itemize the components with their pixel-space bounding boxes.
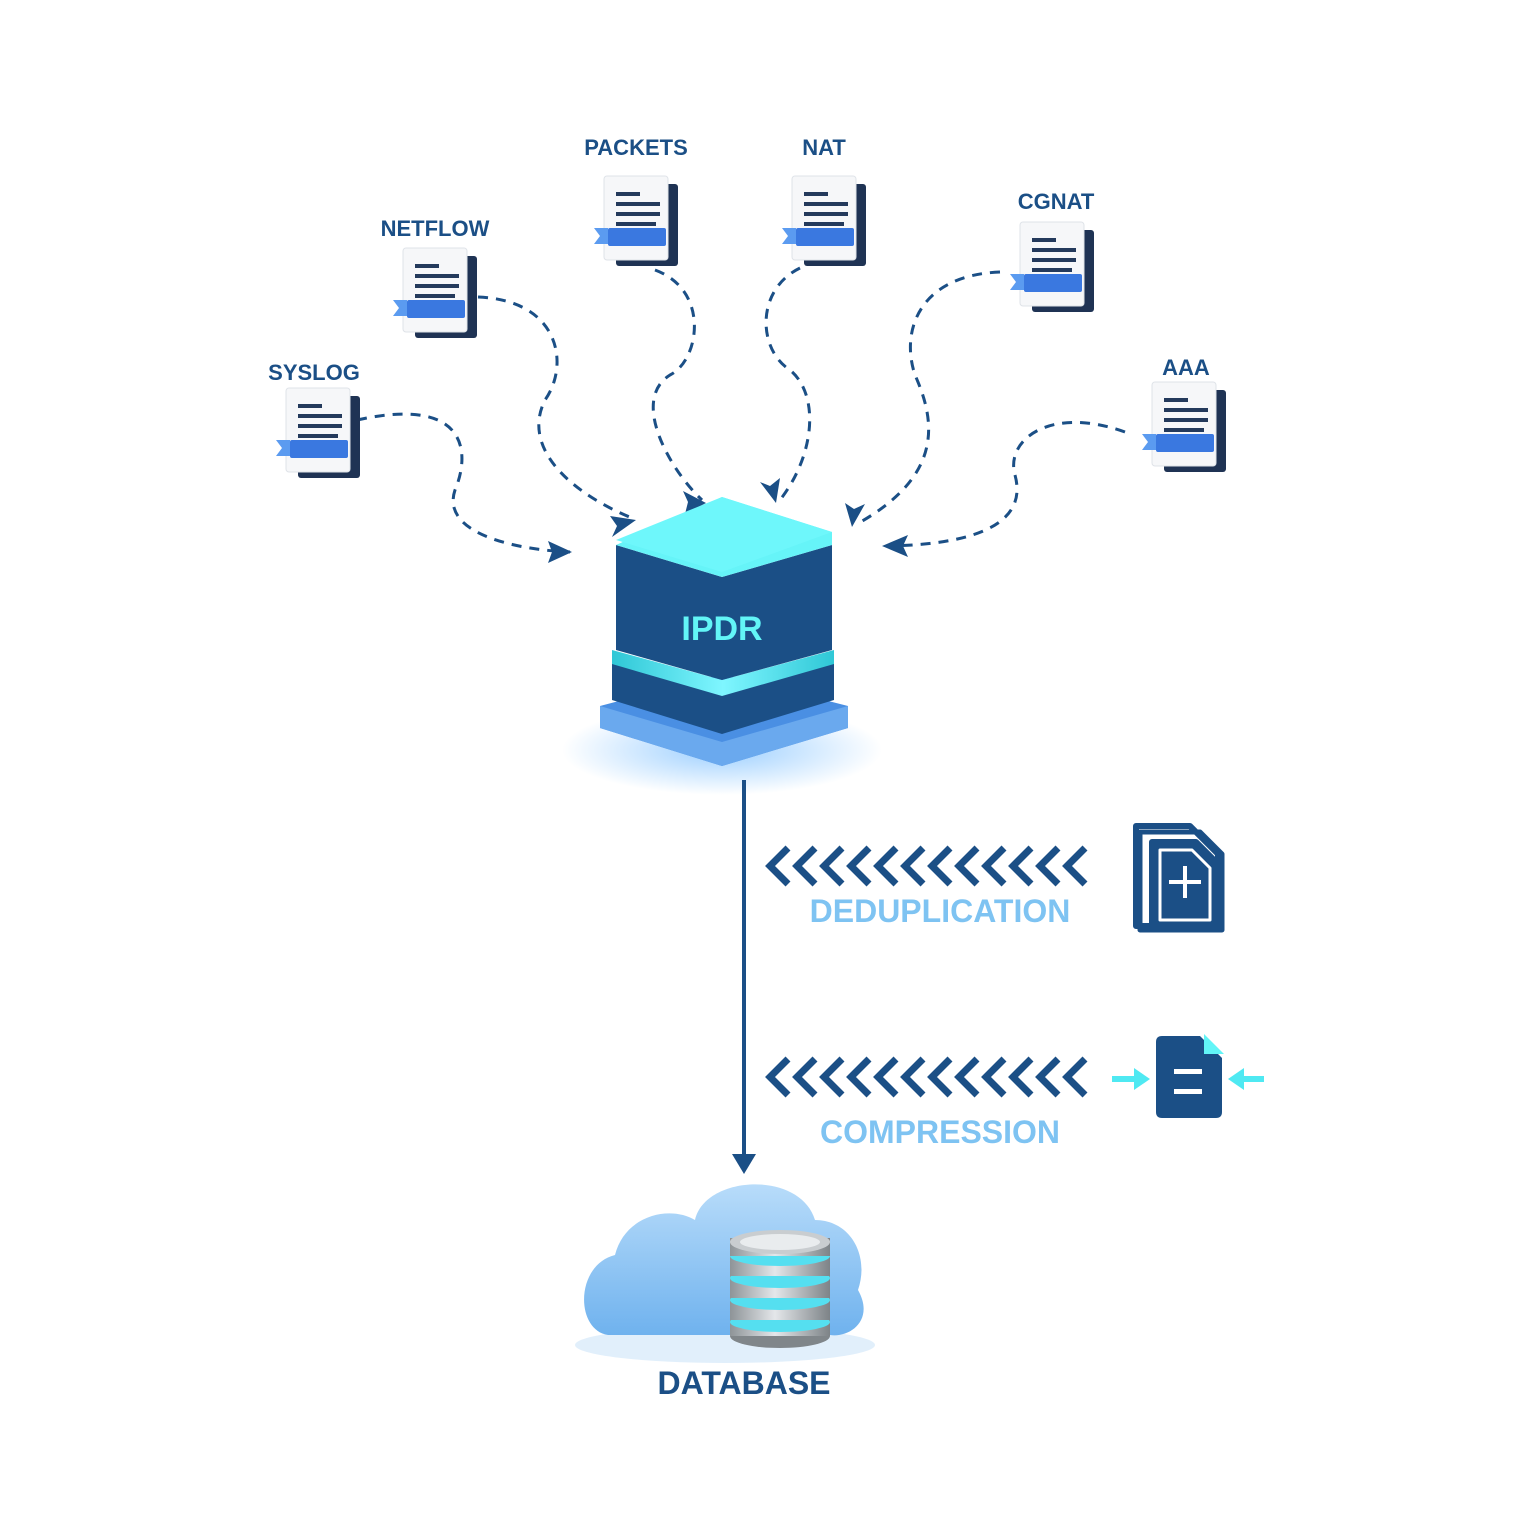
chevron-icon bbox=[765, 845, 791, 887]
chevron-icon bbox=[981, 1056, 1007, 1098]
connector-syslog bbox=[356, 412, 571, 554]
database-stack-icon bbox=[730, 1230, 830, 1348]
chevron-icon bbox=[873, 845, 899, 887]
chevron-icon bbox=[981, 845, 1007, 887]
duplicate-file-icon bbox=[1133, 823, 1225, 933]
chevron-icon bbox=[1008, 1056, 1034, 1098]
chevron-arrow-compression bbox=[765, 1056, 1088, 1098]
document-icon bbox=[392, 247, 478, 339]
step-label-deduplication: DEDUPLICATION bbox=[810, 893, 1071, 929]
chevron-icon bbox=[927, 845, 953, 887]
document-icon bbox=[1141, 381, 1227, 473]
hub-label: IPDR bbox=[681, 610, 762, 648]
source-netflow: NETFLOW bbox=[381, 216, 490, 339]
step-compression: COMPRESSION bbox=[765, 1034, 1264, 1150]
source-label-cgnat: CGNAT bbox=[1018, 189, 1095, 214]
connector-arrowheads bbox=[548, 478, 908, 563]
connector-cgnat bbox=[856, 270, 1001, 526]
arrowhead-aaa bbox=[882, 535, 908, 557]
chevron-icon bbox=[954, 845, 980, 887]
chevron-icon bbox=[900, 845, 926, 887]
source-aaa: AAA bbox=[1141, 355, 1227, 473]
document-icon bbox=[1009, 221, 1095, 313]
connector-aaa bbox=[885, 421, 1126, 548]
hub-main-block bbox=[616, 545, 832, 680]
chevron-icon bbox=[792, 1056, 818, 1098]
document-icon bbox=[593, 175, 679, 267]
connector-nat bbox=[764, 266, 812, 501]
chevron-icon bbox=[1008, 845, 1034, 887]
chevron-icon bbox=[873, 1056, 899, 1098]
connector-netflow bbox=[477, 295, 633, 520]
source-label-netflow: NETFLOW bbox=[381, 216, 490, 241]
cloud-database-icon: DATABASE bbox=[575, 1184, 875, 1401]
chevron-icon bbox=[846, 1056, 872, 1098]
source-syslog: SYSLOG bbox=[268, 360, 361, 479]
connector-packets bbox=[651, 268, 704, 502]
step-deduplication: DEDUPLICATION bbox=[765, 823, 1225, 933]
destination-label: DATABASE bbox=[657, 1365, 830, 1401]
chevron-icon bbox=[792, 845, 818, 887]
source-connectors bbox=[356, 266, 1126, 554]
source-label-nat: NAT bbox=[802, 135, 846, 160]
source-nat: NAT bbox=[781, 135, 867, 267]
ipdr-hub: IPDR bbox=[562, 497, 882, 795]
chevron-icon bbox=[954, 1056, 980, 1098]
chevron-icon bbox=[765, 1056, 791, 1098]
source-packets: PACKETS bbox=[584, 135, 688, 267]
document-icon bbox=[275, 387, 361, 479]
chevron-icon bbox=[1062, 1056, 1088, 1098]
arrowhead-cgnat bbox=[845, 503, 865, 527]
source-label-syslog: SYSLOG bbox=[268, 360, 360, 385]
arrowhead-packets bbox=[683, 491, 706, 514]
source-cgnat: CGNAT bbox=[1009, 189, 1095, 313]
step-label-compression: COMPRESSION bbox=[820, 1114, 1060, 1150]
hub-to-database-arrow bbox=[732, 780, 756, 1174]
arrowhead-nat bbox=[760, 478, 780, 503]
chevron-icon bbox=[846, 845, 872, 887]
chevron-icon bbox=[1035, 1056, 1061, 1098]
arrowhead-syslog bbox=[548, 541, 572, 563]
chevron-arrow-deduplication bbox=[765, 845, 1088, 887]
arrowhead-netflow bbox=[610, 516, 636, 537]
chevron-icon bbox=[927, 1056, 953, 1098]
chevron-icon bbox=[819, 845, 845, 887]
compress-file-icon bbox=[1112, 1034, 1264, 1118]
chevron-icon bbox=[1035, 845, 1061, 887]
chevron-icon bbox=[900, 1056, 926, 1098]
chevron-icon bbox=[819, 1056, 845, 1098]
source-label-aaa: AAA bbox=[1162, 355, 1210, 380]
document-icon bbox=[781, 175, 867, 267]
source-label-packets: PACKETS bbox=[584, 135, 688, 160]
chevron-icon bbox=[1062, 845, 1088, 887]
